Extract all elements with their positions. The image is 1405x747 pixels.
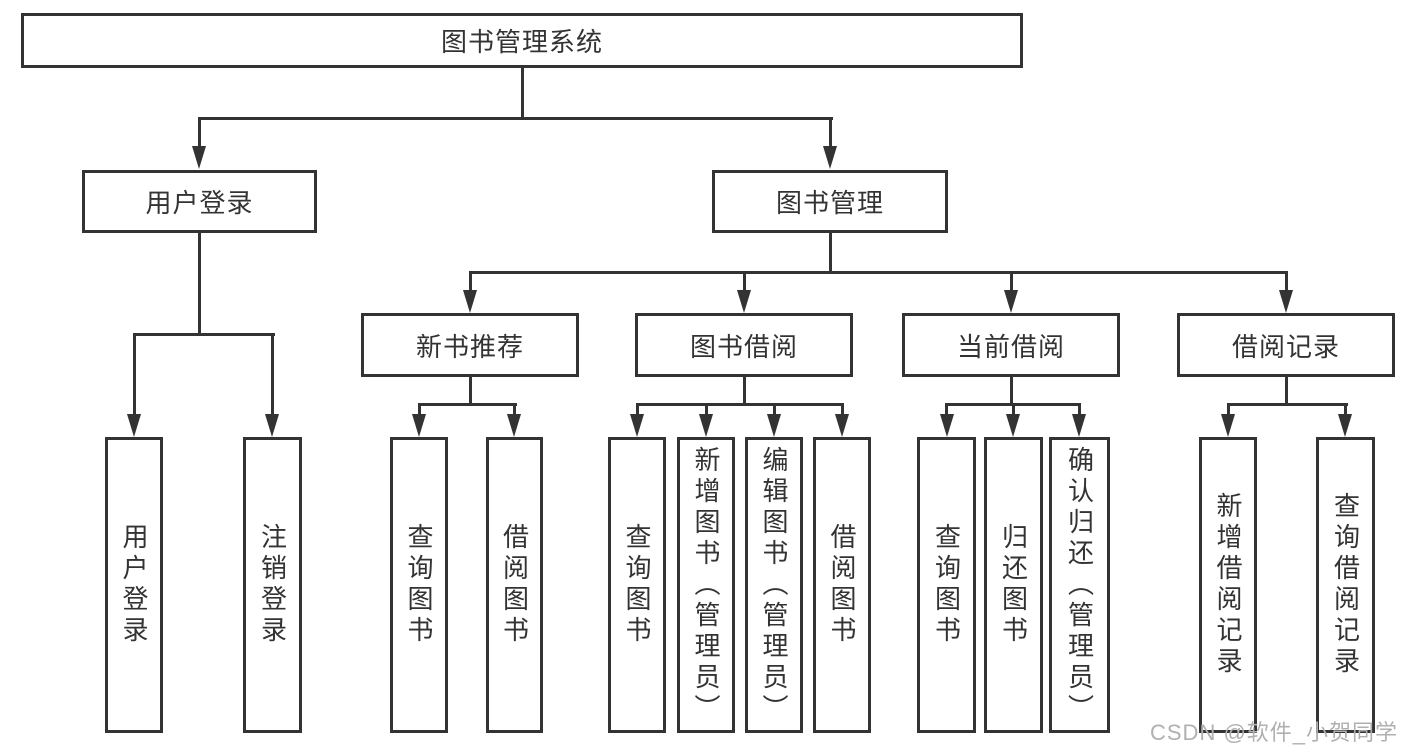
arrow-down-icon — [1072, 414, 1086, 437]
arrow-down-icon — [127, 414, 141, 437]
leaf-borrow-books: 借阅图书 — [813, 437, 871, 733]
connector-leaf-drop — [417, 405, 421, 415]
connector-user-login-rail — [132, 333, 275, 336]
connector-to-book-management — [828, 119, 832, 149]
connector-leaf-drop — [945, 405, 948, 415]
arrow-down-icon — [823, 146, 837, 169]
connector-level2-rail — [197, 117, 833, 120]
connector-current-borrow-trunk — [1009, 377, 1013, 405]
connector-leaf-drop — [840, 405, 844, 415]
leaf-logout: 注销登录 — [243, 437, 302, 733]
arrow-down-icon — [940, 414, 954, 437]
arrow-down-icon — [1279, 290, 1293, 313]
node-current-borrow: 当前借阅 — [902, 313, 1120, 377]
connector-book-management-trunk — [828, 232, 832, 273]
arrow-down-icon — [1004, 290, 1018, 313]
leaf-return-books: 归还图书 — [984, 437, 1043, 733]
arrow-down-icon — [192, 146, 206, 169]
connector-leaf-drop — [704, 405, 708, 415]
node-root: 图书管理系统 — [21, 13, 1023, 68]
node-user-login: 用户登录 — [82, 170, 317, 233]
arrow-down-icon — [463, 290, 477, 313]
arrow-down-icon — [412, 414, 426, 437]
connector-current-borrow-rail — [945, 403, 1081, 406]
connector-leaf-drop — [1012, 405, 1015, 415]
node-borrow-record: 借阅记录 — [1177, 313, 1395, 377]
arrow-down-icon — [265, 414, 279, 437]
connector-to-leaf-login — [132, 335, 136, 415]
leaf-borrow-books-recommend: 借阅图书 — [486, 437, 543, 733]
leaf-user-login: 用户登录 — [105, 437, 163, 733]
leaf-add-books-admin: 新增图书（管理员） — [677, 437, 735, 733]
connector-user-login-trunk — [197, 233, 201, 335]
arrow-down-icon — [699, 414, 713, 437]
arrow-down-icon — [737, 290, 751, 313]
leaf-confirm-return-admin: 确认归还（管理员） — [1049, 437, 1110, 733]
connector-borrow-record-rail — [1226, 403, 1348, 406]
connector-to-new-book — [468, 273, 472, 291]
arrow-down-icon — [630, 414, 644, 437]
leaf-query-books-borrow: 查询图书 — [608, 437, 666, 733]
arrow-down-icon — [507, 414, 521, 437]
connector-leaf-drop — [1078, 405, 1081, 415]
leaf-query-books-recommend: 查询图书 — [390, 437, 448, 733]
connector-borrow-record-trunk — [1284, 377, 1288, 405]
connector-leaf-drop — [513, 405, 516, 415]
leaf-add-borrow-record: 新增借阅记录 — [1199, 437, 1257, 733]
connector-leaf-drop — [772, 405, 776, 415]
connector-leaf-drop — [635, 405, 639, 415]
connector-root-trunk — [520, 68, 524, 119]
connector-to-book-borrow — [742, 273, 746, 291]
arrow-down-icon — [1006, 414, 1020, 437]
connector-new-book-rail — [417, 403, 517, 406]
arrow-down-icon — [1338, 414, 1352, 437]
connector-to-borrow-record — [1284, 273, 1288, 291]
connector-book-borrow-rail — [635, 403, 844, 406]
node-book-borrow: 图书借阅 — [635, 313, 853, 377]
arrow-down-icon — [1221, 414, 1235, 437]
connector-to-user-login — [197, 119, 201, 149]
connector-leaf-drop — [1226, 405, 1230, 415]
connector-to-leaf-logout — [271, 335, 274, 415]
node-book-management: 图书管理 — [712, 170, 948, 233]
arrow-down-icon — [835, 414, 849, 437]
node-new-book-recommend: 新书推荐 — [361, 313, 579, 377]
connector-level3-rail — [468, 271, 1288, 274]
csdn-watermark: CSDN @软件_小贺同学 — [1150, 720, 1399, 745]
connector-to-current-borrow — [1009, 273, 1013, 291]
connector-leaf-drop — [1344, 405, 1347, 415]
connector-new-book-trunk — [468, 377, 472, 405]
leaf-query-borrow-record: 查询借阅记录 — [1316, 437, 1375, 733]
arrow-down-icon — [767, 414, 781, 437]
connector-book-borrow-trunk — [742, 377, 746, 405]
leaf-edit-books-admin: 编辑图书（管理员） — [745, 437, 803, 733]
leaf-query-books-current: 查询图书 — [917, 437, 976, 733]
